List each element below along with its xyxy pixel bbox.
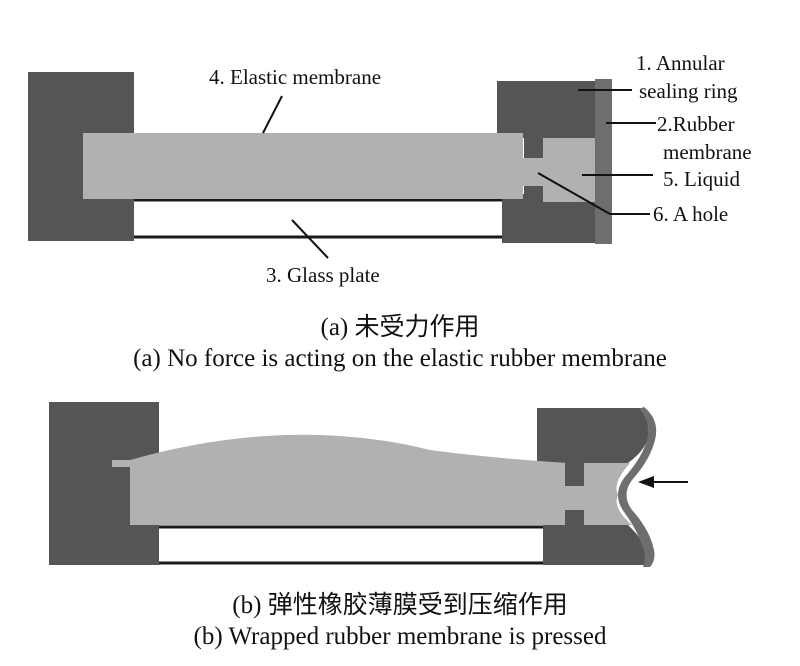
label-glass-plate: 3. Glass plate (266, 263, 380, 287)
panel-b (49, 402, 688, 567)
liquid-chamber-b (583, 463, 632, 525)
label-liquid: 5. Liquid (663, 167, 740, 191)
label-rubber-membrane-2: membrane (663, 140, 752, 164)
label-annular-ring-2: sealing ring (639, 79, 738, 103)
glass-plate-b (159, 527, 544, 564)
panel-a: 4. Elastic membrane 3. Glass plate 1. An… (28, 51, 752, 287)
elastic-membrane-b (112, 434, 568, 525)
hole-ridge-top-b (565, 462, 584, 486)
label-hole: 6. A hole (653, 202, 728, 226)
caption-b-en: (b) Wrapped rubber membrane is pressed (193, 623, 607, 650)
rubber-membrane (595, 79, 612, 244)
hole-ridge-bottom (524, 186, 543, 202)
caption-a-zh: (a) 未受力作用 (320, 314, 480, 341)
hole-ridge-top (524, 136, 543, 158)
annular-sealing-ring-b-bottom (543, 525, 649, 565)
caption-b-zh: (b) 弹性橡胶薄膜受到压缩作用 (232, 592, 568, 619)
caption-a-en: (a) No force is acting on the elastic ru… (133, 345, 667, 372)
leader-hole (537, 172, 650, 215)
leader-elastic-membrane (262, 95, 283, 134)
rubber-membrane-b (618, 407, 657, 567)
label-rubber-membrane-1: 2.Rubber (657, 112, 735, 136)
hole-channel (520, 158, 545, 186)
right-frame-bottom (502, 194, 596, 243)
label-annular-ring-1: 1. Annular (636, 51, 725, 75)
annular-sealing-ring-b (537, 408, 650, 463)
label-elastic-membrane: 4. Elastic membrane (209, 65, 381, 89)
glass-plate (134, 200, 502, 237)
force-arrow-head-icon (638, 476, 654, 488)
hole-ridge-bottom-b (565, 510, 584, 526)
leader-glass-plate (291, 219, 329, 259)
elastic-membrane (83, 133, 523, 199)
liquid-chamber (543, 138, 596, 202)
